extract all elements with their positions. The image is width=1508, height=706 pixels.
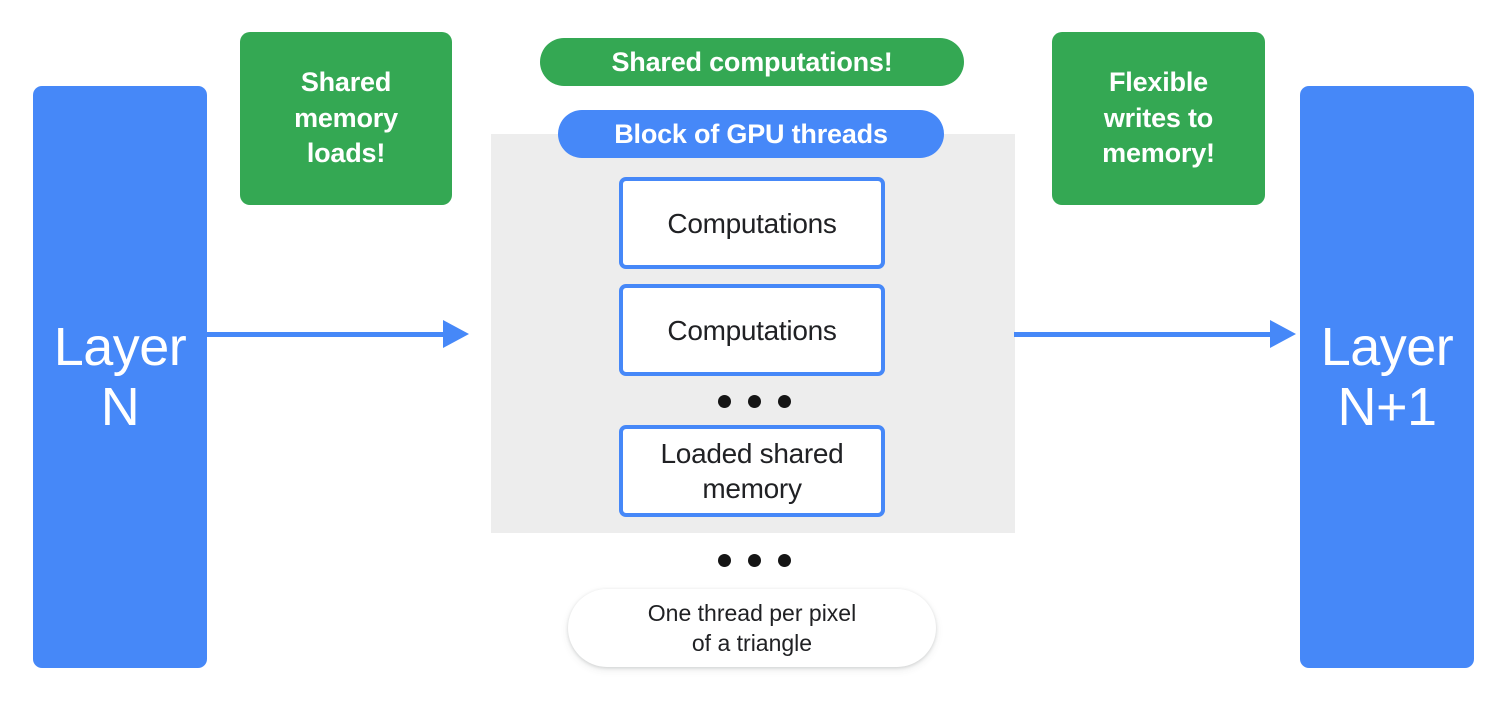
callout-right-line1: Flexible bbox=[1109, 67, 1208, 98]
ellipsis-dot bbox=[778, 395, 791, 408]
thread-box-3-line2: memory bbox=[702, 473, 802, 504]
footer-note-line1: One thread per pixel bbox=[647, 599, 857, 626]
layer-n-plus-1-label: Layer N+1 bbox=[1321, 317, 1454, 438]
thread-box-2-label: Computations bbox=[667, 314, 837, 346]
ellipsis-dot bbox=[748, 395, 761, 408]
arrow-input-to-block-line bbox=[207, 332, 445, 337]
ellipsis-dot bbox=[718, 554, 731, 567]
block-of-gpu-threads-text: Block of GPU threads bbox=[614, 118, 888, 149]
callout-left-line3: loads! bbox=[306, 138, 386, 169]
ellipsis-dot bbox=[778, 554, 791, 567]
thread-box-1-label: Computations bbox=[667, 207, 837, 239]
callout-shared-memory-loads: Shared memory loads! bbox=[240, 32, 452, 205]
footer-note-line2: of a triangle bbox=[691, 630, 813, 656]
thread-box-computations-1: Computations bbox=[619, 177, 885, 269]
layer-n1-label-line1: Layer bbox=[1320, 316, 1454, 377]
layer-n1-label-line2: N+1 bbox=[1337, 377, 1437, 437]
arrow-input-to-block-head-icon bbox=[443, 320, 469, 348]
footer-note-one-thread-per-pixel: One thread per pixel of a triangle bbox=[568, 589, 936, 667]
callout-left-line1: Shared bbox=[300, 67, 392, 98]
layer-n-label: Layer N bbox=[54, 317, 187, 438]
layer-n-label-line2: N bbox=[100, 377, 140, 437]
callout-shared-computations: Shared computations! bbox=[540, 38, 964, 86]
thread-box-loaded-shared-memory: Loaded shared memory bbox=[619, 425, 885, 517]
arrow-block-to-output-line bbox=[1014, 332, 1272, 337]
callout-right-line3: memory! bbox=[1102, 138, 1215, 169]
thread-box-3-label: Loaded shared memory bbox=[661, 436, 844, 506]
ellipsis-inside-block-icon bbox=[718, 395, 791, 408]
callout-flexible-writes-text: Flexible writes to memory! bbox=[1102, 65, 1215, 172]
ellipsis-dot bbox=[748, 554, 761, 567]
callout-left-line2: memory bbox=[294, 102, 398, 133]
layer-n-plus-1-block: Layer N+1 bbox=[1300, 86, 1474, 668]
callout-right-line2: writes to bbox=[1103, 102, 1214, 133]
block-of-gpu-threads-label: Block of GPU threads bbox=[558, 110, 944, 158]
ellipsis-dot bbox=[718, 395, 731, 408]
thread-box-computations-2: Computations bbox=[619, 284, 885, 376]
callout-shared-memory-loads-text: Shared memory loads! bbox=[294, 65, 398, 172]
arrow-block-to-output-head-icon bbox=[1270, 320, 1296, 348]
thread-box-3-line1: Loaded shared bbox=[660, 438, 844, 469]
callout-shared-computations-label: Shared computations! bbox=[611, 46, 893, 77]
layer-n-label-line1: Layer bbox=[53, 316, 187, 377]
layer-n-block: Layer N bbox=[33, 86, 207, 668]
callout-flexible-writes-to-memory: Flexible writes to memory! bbox=[1052, 32, 1265, 205]
ellipsis-below-block-icon bbox=[718, 554, 791, 567]
footer-note-text: One thread per pixel of a triangle bbox=[648, 598, 856, 659]
